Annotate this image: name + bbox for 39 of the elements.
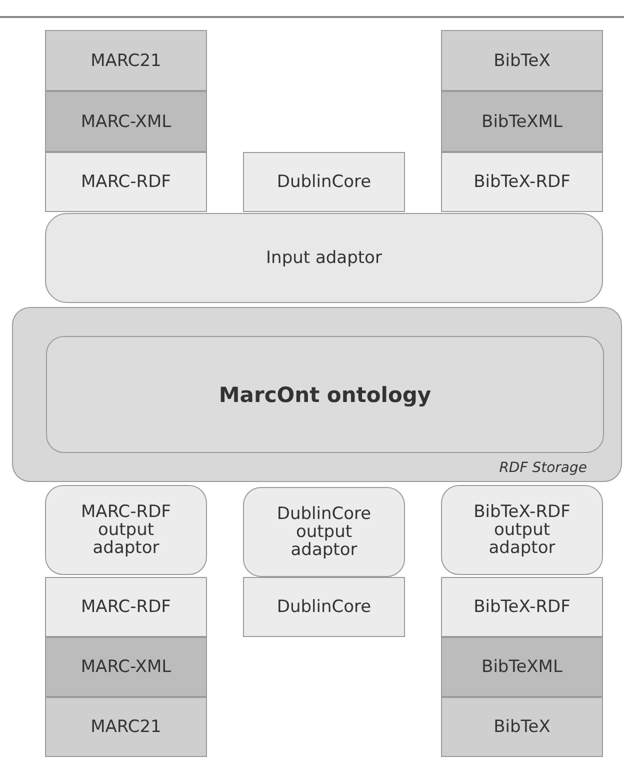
box-label: MARC21: [90, 718, 162, 736]
box-label: BibTeXML: [482, 112, 562, 130]
box-label: DublinCore: [276, 598, 372, 616]
box-label: BibTeX-RDF: [474, 598, 570, 616]
format-box: [45, 637, 207, 697]
adaptor-box: [243, 487, 405, 577]
format-box: [243, 577, 405, 637]
format-box: [45, 30, 207, 91]
box-label: Input adaptor: [266, 249, 382, 267]
ontology-box: [46, 336, 604, 453]
box-label: MARC-RDF: [81, 598, 171, 616]
format-box: [243, 152, 405, 212]
format-box: [441, 697, 603, 757]
box-label: MARC-XML: [80, 658, 172, 676]
box-label: DublinCore: [276, 173, 372, 191]
box-label: BibTeX: [494, 52, 550, 70]
box-label: MARC21: [90, 52, 162, 70]
format-box: [45, 91, 207, 152]
adaptor-box: [441, 485, 603, 575]
format-box: [45, 577, 207, 637]
format-box: [45, 152, 207, 212]
box-label: BibTeX-RDF: [474, 173, 570, 191]
box-label: MARC-XML: [80, 112, 172, 130]
format-box: [441, 577, 603, 637]
storage-panel: [12, 307, 622, 482]
box-label: DublinCore output adaptor: [276, 505, 372, 559]
panel-caption: RDF Storage: [499, 459, 587, 477]
format-box: [441, 152, 603, 212]
box-label: MARC-RDF output adaptor: [80, 503, 172, 557]
box-label: BibTeX: [494, 718, 550, 736]
format-box: [441, 30, 603, 91]
adaptor-box: [45, 485, 207, 575]
format-box: [441, 637, 603, 697]
adaptor-box: [45, 213, 603, 303]
format-box: [45, 697, 207, 757]
box-label: BibTeXML: [482, 658, 562, 676]
format-box: [441, 91, 603, 152]
box-label: MARC-RDF: [81, 173, 171, 191]
box-label: BibTeX-RDF output adaptor: [472, 503, 572, 557]
